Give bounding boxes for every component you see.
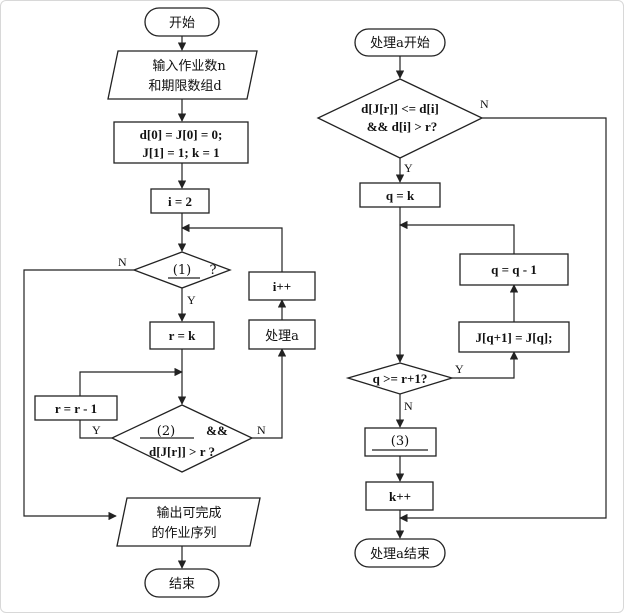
condition1-no-label: N	[118, 255, 127, 269]
process-a-end-terminal	[354, 538, 446, 568]
output-parallelogram	[116, 497, 261, 547]
q-decrement-text: q = q - 1	[491, 262, 537, 277]
process-a-start-label: 处理a开始	[370, 36, 430, 51]
q-assign-text: q = k	[386, 188, 415, 203]
q-assign-process	[359, 182, 441, 208]
deadline-condition-line2: && d[i] > r?	[367, 119, 438, 134]
condition1-blank: (1)	[173, 263, 191, 278]
left-connectors	[23, 36, 287, 569]
condition2-line2: d[J[r]] > r ?	[149, 444, 215, 459]
deadline-condition-yes-label: Y	[404, 161, 413, 175]
process-a-text: 处理a	[265, 329, 299, 344]
deadline-condition-no-label: N	[480, 97, 489, 111]
r-decrement-process	[34, 395, 118, 421]
r-assign-text: r = k	[169, 328, 196, 343]
process-a-start-terminal	[354, 28, 446, 57]
step3-blank: (3)	[391, 434, 409, 449]
loop-condition-text: q >= r+1?	[373, 371, 428, 386]
k-increment-process	[365, 481, 434, 511]
output-text-line1: 输出可完成	[156, 505, 221, 521]
loop-condition-no-label: N	[404, 399, 413, 413]
condition2-blank: (2)	[157, 424, 175, 439]
k-increment-text: k++	[389, 489, 411, 504]
shift-job-process	[458, 321, 570, 353]
deadline-condition-line1: d[J[r]] <= d[i]	[361, 101, 439, 116]
condition2-no-label: N	[257, 423, 266, 437]
end-label: 结束	[169, 577, 195, 592]
loop-condition-diamond	[345, 362, 455, 395]
r-assign-process	[149, 321, 215, 350]
i-init-text: i = 2	[168, 194, 192, 209]
output-text-line2: 的作业序列	[151, 525, 216, 541]
condition2-yes-label: Y	[92, 423, 101, 437]
input-text-line1: 输入作业数n	[152, 58, 226, 74]
process-a-call	[248, 319, 316, 350]
right-connectors	[395, 56, 607, 539]
input-text-line2: 和期限数组d	[148, 79, 221, 94]
deadline-condition-diamond	[316, 78, 484, 159]
end-terminal	[144, 568, 220, 598]
step3-process	[364, 427, 437, 457]
loop-condition-yes-label: Y	[455, 362, 464, 376]
condition1-question: ?	[210, 263, 217, 278]
init-text-line1: d[0] = J[0] = 0;	[140, 127, 223, 142]
condition1-diamond	[132, 251, 232, 289]
q-decrement-process	[459, 253, 569, 286]
input-parallelogram	[107, 50, 258, 100]
r-decrement-text: r = r - 1	[55, 401, 97, 416]
start-terminal	[144, 7, 220, 37]
init-text-line2: J[1] = 1; k = 1	[142, 145, 219, 160]
init-process	[113, 121, 249, 164]
start-label: 开始	[169, 16, 195, 31]
shift-job-text: J[q+1] = J[q];	[476, 330, 553, 345]
process-a-end-label: 处理a结束	[370, 547, 430, 562]
i-increment-text: i++	[273, 279, 291, 294]
condition2-and: &&	[206, 423, 228, 438]
i-increment-process	[248, 271, 316, 301]
condition1-yes-label: Y	[187, 293, 196, 307]
i-init-process	[150, 188, 210, 214]
